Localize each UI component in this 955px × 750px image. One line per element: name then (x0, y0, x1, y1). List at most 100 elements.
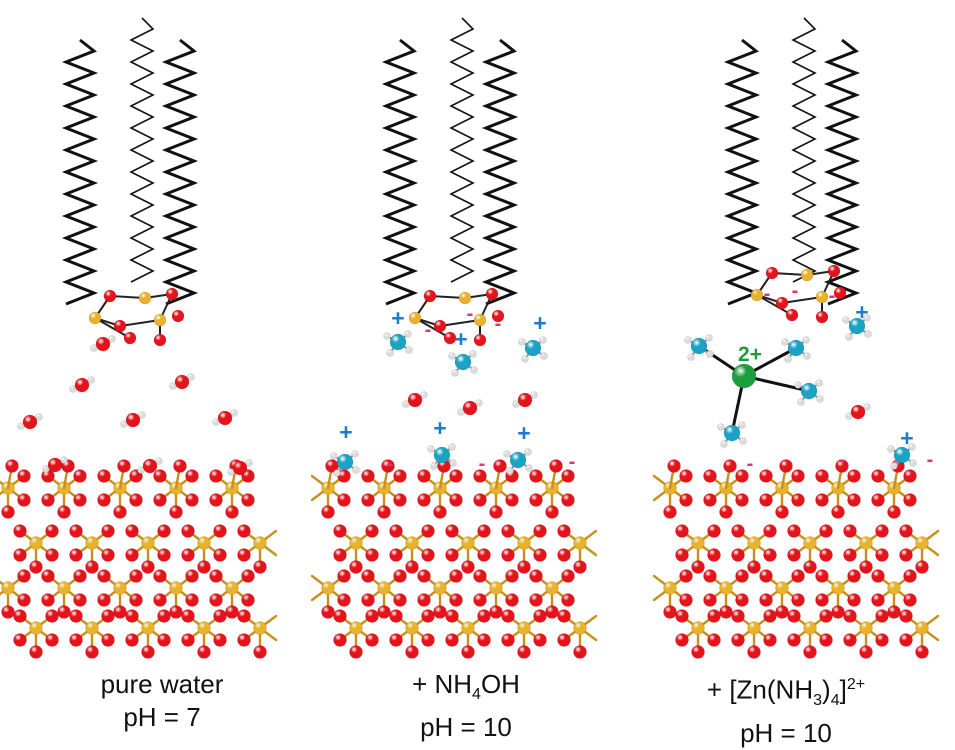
oxygen-atom (417, 593, 431, 607)
surfactant-headgroup (88, 287, 185, 347)
oxygen-atom (41, 593, 55, 607)
oxygen-atom (5, 459, 19, 473)
oxygen-atom (691, 645, 705, 659)
nitrogen-atom (524, 339, 542, 357)
oxygen-atom (529, 493, 543, 507)
hydrogen-atom (845, 333, 853, 341)
oxygen-atom (445, 548, 459, 562)
oxygen-atom (763, 633, 777, 647)
bond (414, 317, 451, 339)
bond (781, 296, 823, 304)
silicon-atom (141, 621, 155, 635)
hydrogen-atom (333, 469, 341, 477)
water-molecule (90, 335, 116, 352)
oxygen-atom (517, 392, 533, 408)
oxygen-atom (417, 569, 431, 583)
oxygen-atom (217, 410, 233, 426)
alkyl-chain (381, 38, 419, 306)
silicon-atom (915, 621, 929, 635)
hydrogen-atom (521, 355, 529, 363)
oxygen-atom (477, 609, 491, 623)
oxygen-atom (731, 524, 745, 538)
silicon-atom (138, 291, 152, 305)
oxygen-atom (181, 548, 195, 562)
oxygen-atom (169, 605, 183, 619)
hydrogen-atom (802, 336, 810, 344)
oxygen-atom (703, 593, 717, 607)
oxygen-atom (74, 377, 90, 393)
hydrogen-atom (420, 391, 428, 399)
hydrogen-atom (35, 413, 43, 421)
oxygen-atom (775, 605, 789, 619)
bond (119, 319, 161, 327)
oxygen-atom (209, 569, 223, 583)
oxygen-atom (735, 593, 749, 607)
hydrogen-atom (909, 459, 917, 467)
oxygen-atom (449, 593, 463, 607)
oxygen-atom (365, 548, 379, 562)
oxygen-atom (819, 609, 833, 623)
oxygen-atom (691, 560, 705, 574)
oxygen-atom (213, 609, 227, 623)
oxygen-atom (69, 524, 83, 538)
positive-charge-label: + (391, 305, 404, 331)
oxygen-atom (573, 645, 587, 659)
oxygen-atom (759, 593, 773, 607)
oxygen-atom (174, 374, 190, 390)
silicon-atom (573, 621, 587, 635)
oxygen-atom (875, 609, 889, 623)
oxygen-atom (489, 605, 503, 619)
oxygen-atom (449, 569, 463, 583)
silicon-atom (458, 291, 472, 305)
oxygen-atom (779, 459, 793, 473)
silicon-atom (573, 536, 587, 550)
oxygen-atom (819, 548, 833, 562)
oxygen-atom (225, 605, 239, 619)
positive-charge-label: + (517, 420, 530, 446)
oxygen-atom (679, 593, 693, 607)
positive-charge-label: + (533, 310, 546, 336)
positive-charge-label: + (900, 425, 913, 451)
negative-charge-label: - (829, 285, 836, 307)
oxygen-atom (45, 524, 59, 538)
nitrogen-atom (454, 353, 472, 371)
oxygen-atom (529, 469, 543, 483)
bond (756, 294, 793, 316)
oxygen-atom (73, 469, 87, 483)
silicon-atom (719, 581, 733, 595)
nitrogen-atom (509, 451, 527, 469)
oxygen-atom (775, 296, 789, 310)
oxygen-atom (209, 493, 223, 507)
oxygen-atom (185, 469, 199, 483)
oxygen-atom (113, 605, 127, 619)
oxygen-atom (899, 524, 913, 538)
silicon-atom (253, 536, 267, 550)
oxygen-atom (871, 593, 885, 607)
oxygen-atom (815, 469, 829, 483)
negative-charge-label: - (764, 283, 771, 305)
oxygen-atom (433, 319, 447, 333)
oxygen-atom (141, 645, 155, 659)
silicon-atom (377, 581, 391, 595)
oxygen-atom (815, 569, 829, 583)
oxygen-atom (843, 609, 857, 623)
oxygen-atom (875, 633, 889, 647)
silicon-atom (747, 536, 761, 550)
oxygen-atom (731, 548, 745, 562)
oxygen-atom (707, 524, 721, 538)
oxygen-atom (827, 264, 841, 278)
ammonium-ion (518, 336, 548, 363)
hydrogen-atom (470, 366, 478, 374)
oxygen-atom (389, 524, 403, 538)
oxygen-atom (707, 548, 721, 562)
oxygen-atom (462, 400, 478, 416)
oxygen-atom (899, 609, 913, 623)
negative-charge-label: - (569, 451, 576, 473)
oxygen-atom (421, 633, 435, 647)
oxygen-atom (125, 412, 141, 428)
oxygen-atom (45, 633, 59, 647)
oxygen-atom (501, 548, 515, 562)
oxygen-atom (209, 593, 223, 607)
oxygen-atom (213, 633, 227, 647)
ammonium-ion (330, 450, 360, 477)
